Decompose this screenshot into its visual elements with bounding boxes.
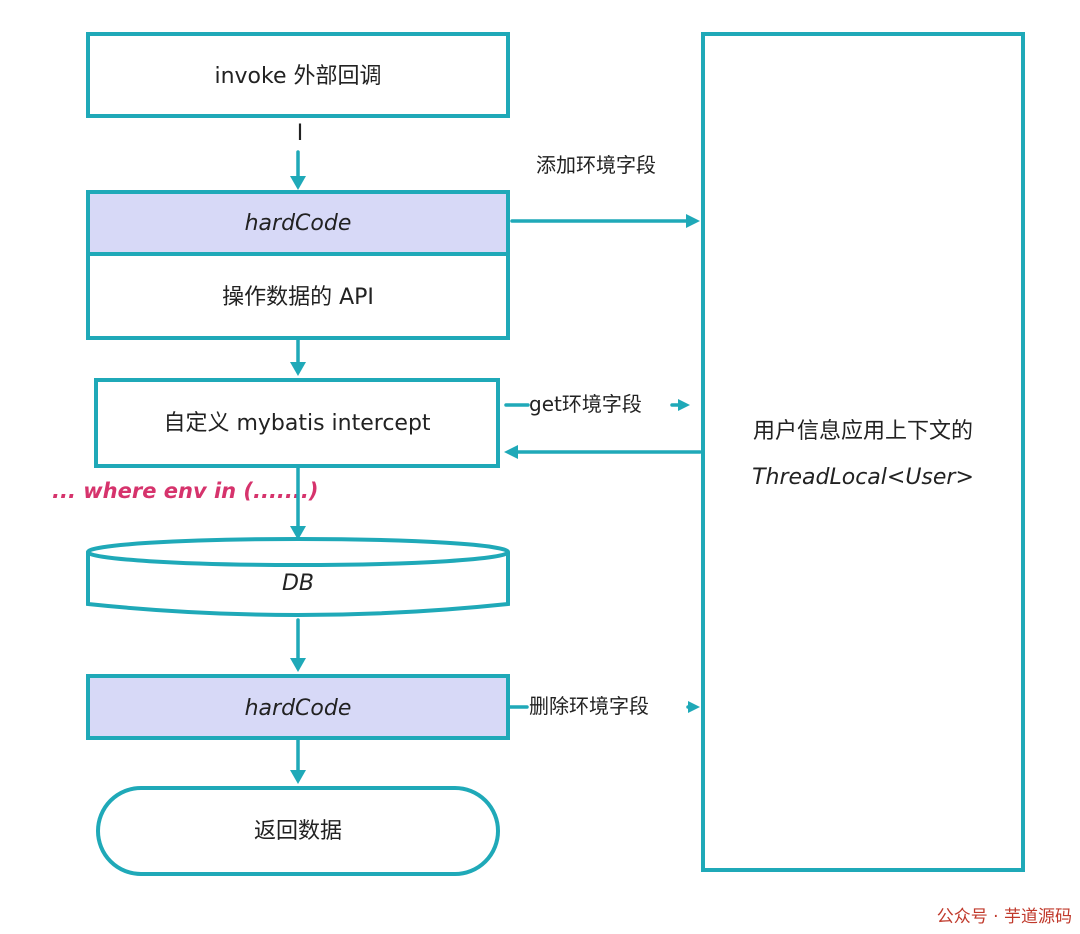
arrowhead-delete-field	[688, 701, 700, 713]
arrowhead-api-to-mybatis	[290, 362, 306, 376]
watermark-text: 公众号 · 芋道源码	[937, 907, 1072, 927]
hardcode-top-label: hardCode	[245, 211, 352, 236]
edge-label-add-field: 添加环境字段	[536, 153, 656, 177]
arrowhead-db-to-hardcode	[290, 658, 306, 672]
arrowhead-mybatis-to-db	[290, 526, 306, 540]
hardcode-bottom-node	[86, 674, 510, 740]
hardcode-bottom-label: hardCode	[245, 696, 352, 721]
edge-label-delete-field: 删除环境字段	[529, 694, 649, 718]
arrowhead-invoke-to-hardcode	[290, 176, 306, 190]
context-label-line1: 用户信息应用上下文的	[753, 419, 973, 444]
return-label: 返回数据	[254, 819, 342, 844]
hardcode-top-node	[86, 190, 510, 256]
mybatis-node	[94, 378, 500, 468]
context-label-line2: ThreadLocal<User>	[752, 465, 974, 490]
context-panel	[701, 32, 1025, 872]
mybatis-label: 自定义 mybatis intercept	[163, 411, 430, 436]
api-label: 操作数据的 API	[222, 285, 374, 310]
connector-mark: I	[297, 121, 304, 146]
edge-label-get-field: get环境字段	[529, 392, 642, 416]
arrowhead-context-to-mybatis	[504, 445, 518, 459]
arrowhead-hardcode-to-return	[290, 770, 306, 784]
db-node-top	[86, 537, 510, 567]
api-node	[86, 252, 510, 340]
invoke-label: invoke 外部回调	[214, 64, 381, 89]
invoke-node	[86, 32, 510, 118]
arrowhead-get-field	[678, 399, 690, 411]
db-label: DB	[282, 571, 314, 596]
arrowhead-hardcode-to-context	[686, 214, 700, 228]
return-node	[96, 786, 500, 876]
where-clause-annotation: ... where env in (.......)	[52, 479, 318, 503]
db-node-body	[86, 552, 510, 617]
